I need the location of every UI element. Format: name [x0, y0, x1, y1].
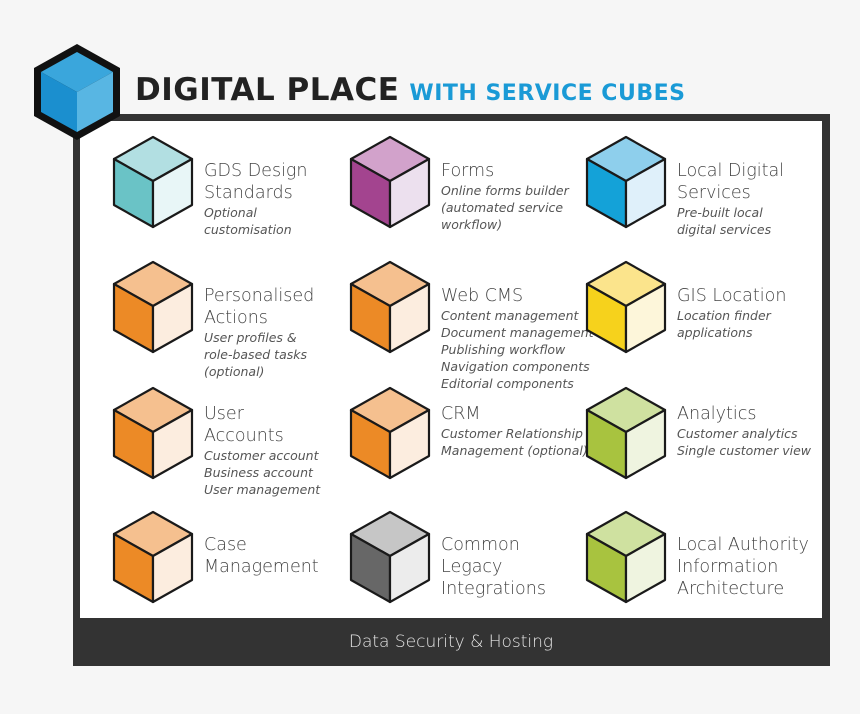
blue-cube-icon [34, 44, 120, 140]
service-name: CRM [441, 404, 481, 424]
service-name: GDS Design Standards [204, 161, 308, 203]
service-name: Forms [441, 161, 495, 181]
services-panel [80, 121, 822, 618]
cube-case-management-icon [112, 510, 194, 604]
cube-personalised-actions-icon [112, 260, 194, 354]
cube-analytics-icon [585, 386, 667, 480]
service-description: Optional customisation [204, 205, 292, 237]
cube-forms-icon [349, 135, 431, 229]
service-common-legacy-integrations: Common Legacy Integrations [441, 534, 546, 600]
service-case-management: Case Management [204, 534, 319, 578]
cube-local-authority-information-architecture-icon [585, 510, 667, 604]
cube-gis-location-icon [585, 260, 667, 354]
service-description: Customer Relationship Management (option… [441, 426, 588, 458]
service-name: Analytics [677, 404, 757, 424]
cube-user-accounts-icon [112, 386, 194, 480]
page-title: DIGITAL PLACE WITH SERVICE CUBES [135, 72, 685, 108]
cube-crm-icon [349, 386, 431, 480]
title-sub: WITH SERVICE CUBES [409, 81, 686, 106]
service-description: Content management Document management P… [441, 308, 594, 391]
service-description: User profiles & role-based tasks (option… [204, 330, 307, 379]
service-name: Web CMS [441, 286, 524, 306]
footer-data-security-hosting: Data Security & Hosting [348, 632, 554, 652]
service-name: Local Digital Services [677, 161, 785, 203]
service-description: Customer analytics Single customer view [677, 426, 812, 458]
service-name: Local Authority Information Architecture [677, 535, 809, 599]
service-name: Personalised Actions [204, 286, 315, 328]
service-description: Pre-built local digital services [677, 205, 772, 237]
title-main: DIGITAL PLACE [135, 72, 400, 108]
service-name: Common Legacy Integrations [441, 535, 546, 599]
cube-web-cms-icon [349, 260, 431, 354]
service-description: Location finder applications [677, 308, 771, 340]
service-local-authority-information-architecture: Local Authority Information Architecture [677, 534, 809, 600]
service-name: GIS Location [677, 286, 787, 306]
service-description: Customer account Business account User m… [204, 448, 321, 497]
service-name: User Accounts [204, 404, 284, 446]
cube-common-legacy-integrations-icon [349, 510, 431, 604]
cube-gds-design-standards-icon [112, 135, 194, 229]
cube-local-digital-services-icon [585, 135, 667, 229]
service-description: Online forms builder (automated service … [441, 183, 569, 232]
service-name: Case Management [204, 535, 319, 577]
